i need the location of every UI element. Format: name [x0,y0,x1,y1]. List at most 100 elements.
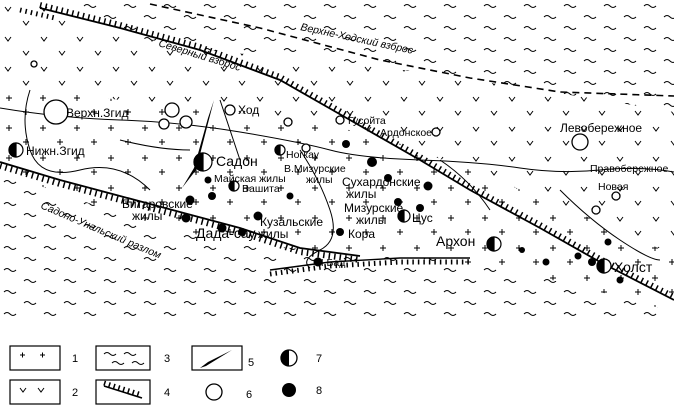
label-tsus: Цус [412,211,433,225]
legend-swatch-6 [205,383,223,401]
legend-number-4: 4 [164,387,170,399]
label-bitarovskie: Битаровские [122,197,193,211]
deposit-solid [574,252,582,260]
label-sukhardonskie-2: жилы [346,187,376,201]
deposit-solid [519,247,525,253]
deposit-solid [367,157,377,167]
river-ardon [299,149,334,269]
label-nizhn-zgid: Нижн.Згид [26,144,85,158]
deposits-hollow [30,60,621,215]
deposits-half [8,142,612,274]
deposit-verkhn-zgid [43,99,69,125]
deposit-extra-4 [283,117,293,127]
deposit-solid [208,192,216,200]
legend: 1 2 3 4 5 6 7 8 [9,345,322,405]
legend-number-1: 1 [72,353,78,365]
stream-3 [439,159,491,211]
fault-south-segment-hatch [269,259,470,277]
deposit-ardonskoe [431,127,441,137]
deposit-nizhn-zgid [8,142,24,158]
deposit-vaschita [228,180,240,192]
deposit-solid [342,140,350,148]
stream-2 [119,139,191,151]
deposit-solid [384,174,392,182]
fault-severny [39,7,674,301]
deposit-khod [224,104,236,116]
deposit-kholst [596,258,612,274]
legend-number-5: 5 [248,357,254,369]
label-kora: Кора [348,227,375,241]
label-pravoberezhnoe: Правобережное [590,163,668,175]
label-v-mizurskie-2: жилы [306,174,333,186]
deposit-extra-1 [164,102,180,118]
label-nogkau: Ногкау [286,149,320,161]
legend-swatch-5-wedge [200,350,232,368]
legend-swatch-2 [9,379,61,405]
label-levoberezhnoe: Левобережное [560,121,642,135]
deposit-sadon [193,152,213,172]
fault-minor-left [19,7,56,21]
legend-swatch-3 [95,345,151,371]
deposit-extra-3 [158,118,170,130]
schist-zone-south [0,172,674,318]
label-kholst: Холст [614,259,653,275]
legend-number-6: 6 [246,389,252,401]
legend-swatch-8 [282,383,296,397]
label-vaschita: Вашита [242,183,280,195]
label-gusoyta: Гусойта [348,115,386,127]
label-sadon: Садон [216,153,258,169]
fault-sadono-unalsky [0,161,361,257]
legend-number-8: 8 [316,385,322,397]
deposits-solid [181,140,624,284]
schist-zone-north [60,0,674,112]
deposit-extra-5 [30,60,38,68]
deposit-nogkau [274,144,286,156]
label-maiskie: Майская жилы [214,173,286,185]
label-novaya: Новая [598,181,628,193]
fault-lines [0,2,674,301]
deposit-solid [604,238,612,246]
map-body [0,0,674,318]
river-east [559,189,661,261]
granite-zone-northwest [0,0,300,118]
label-n-bad: Н.Бад [316,257,345,269]
river-main [0,107,674,173]
granite-massif-central [0,92,674,312]
volcanic-zone-east [300,58,674,255]
label-mizurskie-2: жилы [356,213,386,227]
label-bitarovskie-2: жилы [132,209,162,223]
legend-number-3: 3 [164,353,170,365]
deposit-novaya [611,191,621,201]
legend-swatch-1-marks [20,352,45,358]
rivers [0,89,674,269]
label-khod: Ход [238,103,259,117]
legend-swatch-7 [280,349,298,367]
fault-south-segment [269,257,470,271]
legend-number-2: 2 [72,387,78,399]
legend-swatch-1 [9,345,61,371]
legend-swatch-3-marks [103,352,145,365]
deposit-solid [204,176,212,184]
legend-number-7: 7 [316,353,322,365]
label-sukhardonskie: Сухардонские [342,175,421,189]
legend-swatch-2-marks [19,387,45,393]
deposit-solid [423,181,433,191]
label-kuzalskie: Кузальские [260,215,323,229]
deposit-solid [416,204,424,212]
deposit-arkhon [486,236,502,252]
label-v-mizurskie: В.Мизурские [284,163,346,175]
deposit-solid [394,198,402,206]
legend-swatch-4-line [103,385,143,399]
deposit-solid [616,276,624,284]
stream-1 [219,99,241,161]
deposit-solid [588,258,596,266]
deposit-extra-7 [591,205,601,215]
deposit-solid [313,257,323,267]
deposit-solid [238,228,246,236]
deposit-solid [336,228,344,236]
deposit-solid [181,213,191,223]
deposit-gusoyta [335,115,345,125]
label-verkhn-zgid: Верхн.Згид [66,106,129,120]
label-mizurskie: Мизурские [344,201,404,215]
